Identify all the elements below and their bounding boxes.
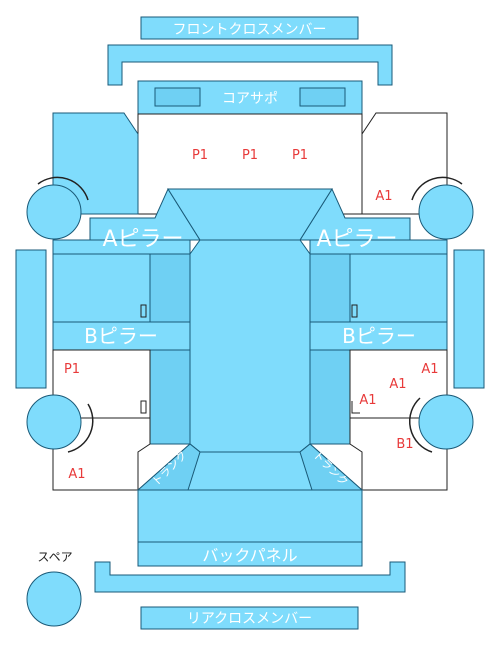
damage-mark-hood-1: P1 — [192, 148, 208, 163]
b-pillar-left-label: Bピラー — [84, 324, 158, 348]
damage-mark-rear-door-right-3: A1 — [359, 393, 376, 408]
rear-wheel-arch-right — [408, 397, 433, 453]
b-pillar-right[interactable] — [309, 321, 448, 351]
headlight-right[interactable] — [299, 87, 346, 107]
b-pillar-right-label: Bピラー — [342, 324, 416, 348]
front-door-right[interactable] — [349, 253, 448, 323]
damage-mark-rear-door-right-1: A1 — [421, 362, 438, 377]
front-cross-member-bar[interactable] — [140, 16, 359, 40]
front-tire-right[interactable] — [418, 184, 474, 240]
damage-mark-rear-tire-right: B1 — [396, 437, 413, 452]
side-mirror-left[interactable] — [15, 249, 47, 389]
a-pillar-left-label: Aピラー — [102, 227, 183, 252]
front-door-left[interactable] — [52, 253, 151, 323]
damage-mark-hood-2: P1 — [242, 148, 258, 163]
door-handle-rear-right — [351, 401, 360, 414]
damage-mark-hood-3: P1 — [292, 148, 308, 163]
front-tire-left[interactable] — [26, 184, 82, 240]
back-panel[interactable] — [137, 541, 363, 567]
front-cross-member-label: フロントクロスメンバー — [173, 22, 327, 38]
trunk-deck[interactable] — [137, 489, 363, 543]
headlight-left[interactable] — [154, 87, 201, 107]
damage-mark-rear-fender-left: A1 — [68, 467, 85, 482]
door-handle-rear-left — [140, 400, 147, 414]
rear-bumper[interactable] — [94, 561, 406, 593]
roof[interactable] — [189, 239, 311, 453]
rear-tire-right[interactable] — [418, 394, 474, 450]
spare-tire[interactable] — [26, 571, 82, 627]
back-panel-label: バックパネル — [202, 546, 297, 565]
side-mirror-right[interactable] — [453, 249, 485, 389]
door-handle-front-left — [140, 304, 147, 318]
rear-wheel-arch-left — [67, 403, 94, 453]
front-bumper[interactable] — [107, 44, 393, 86]
rear-cross-member-bar[interactable] — [140, 606, 359, 630]
damage-mark-rear-door-left: P1 — [64, 362, 80, 377]
door-handle-front-right — [351, 304, 358, 318]
damage-mark-rear-door-right-2: A1 — [389, 377, 406, 392]
rear-cross-member-label: リアクロスメンバー — [187, 611, 312, 627]
core-support-label: コアサポ — [222, 91, 278, 107]
front-wheel-arch-right — [411, 176, 463, 201]
front-fender-right[interactable] — [361, 112, 448, 215]
damage-mark-front-fender-right: A1 — [375, 189, 392, 204]
b-pillar-left[interactable] — [52, 321, 191, 351]
rear-tire-left[interactable] — [26, 394, 82, 450]
front-wheel-arch-left — [37, 176, 89, 201]
a-pillar-right-label: Aピラー — [316, 227, 397, 252]
spare-label: スペア — [37, 550, 72, 564]
